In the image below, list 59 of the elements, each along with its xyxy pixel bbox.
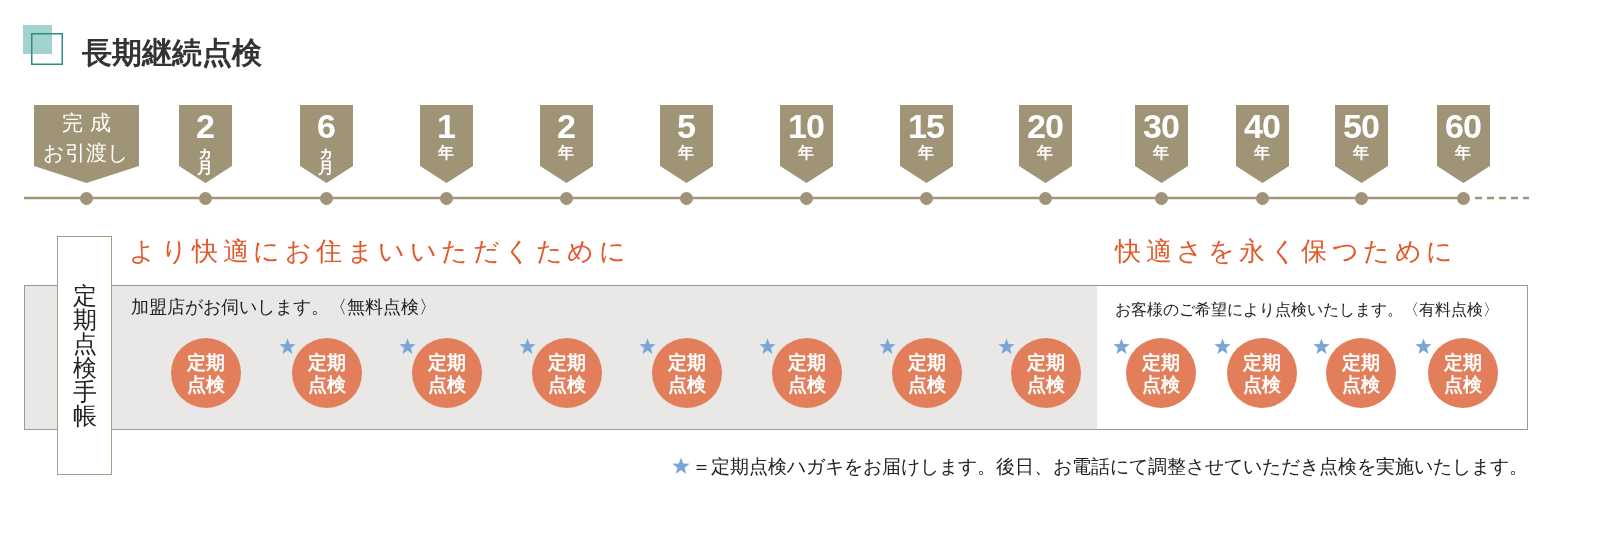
milestone-tag: [299, 105, 353, 183]
milestone-tag: [779, 105, 833, 183]
milestone-tag: [1018, 105, 1072, 183]
milestone-unit: 年: [1152, 145, 1170, 160]
milestone-tag: [33, 105, 139, 183]
milestone-number: 2: [196, 108, 214, 144]
inspection-label: 定期点検: [907, 351, 947, 395]
milestone-number: 1: [437, 108, 455, 144]
panel-heading: 快適さを永く保つために: [1115, 236, 1458, 266]
milestone-tag: [1134, 105, 1188, 183]
milestone-number: 30: [1143, 108, 1179, 144]
inspection-label: 定期点検: [427, 351, 467, 395]
inspection-label: 定期点検: [1026, 351, 1066, 395]
diagram-title: 長期継続点検: [82, 34, 262, 72]
booklet-label: 定期点検手帳: [71, 283, 98, 428]
milestone-number: 6: [317, 108, 335, 144]
milestone-unit: 年: [1454, 145, 1472, 160]
inspection-label: 定期点検: [1141, 351, 1181, 395]
milestone-unit: 年: [1352, 145, 1370, 160]
panel-subheading: お客様のご希望により点検いたします。〈有料点検〉: [1115, 299, 1499, 321]
inspection-label: 定期点検: [1242, 351, 1282, 395]
inspection-label: 定期点検: [1443, 351, 1483, 395]
milestone-tag: [419, 105, 473, 183]
milestone-tag: [178, 105, 232, 183]
milestone-number: 20: [1027, 108, 1063, 144]
milestone-number: 40: [1244, 108, 1280, 144]
milestone-unit: 年: [437, 145, 455, 160]
panel-heading: より快適にお住まいいただくために: [129, 236, 630, 266]
milestone-tag: [659, 105, 713, 183]
inspection-label: 定期点検: [667, 351, 707, 395]
legend-text: ＝定期点検ハガキをお届けします。後日、お電話にて調整させていただき点検を実施いたします。: [692, 454, 1528, 479]
milestone-unit: ヵ月: [196, 145, 214, 175]
milestone-number: 2: [557, 108, 575, 144]
milestone-text: お引渡し: [43, 140, 129, 167]
inspection-label: 定期点検: [186, 351, 226, 395]
milestone-unit: 年: [557, 145, 575, 160]
milestone-text: 完成: [60, 110, 118, 137]
milestone-tag: [539, 105, 593, 183]
milestone-number: 5: [677, 108, 695, 144]
milestone-unit: ヵ月: [317, 145, 335, 175]
milestone-tag: [899, 105, 953, 183]
inspection-label: 定期点検: [787, 351, 827, 395]
milestone-unit: 年: [677, 145, 695, 160]
inspection-label: 定期点検: [307, 351, 347, 395]
panel-subheading: 加盟店がお伺いします。〈無料点検〉: [131, 295, 437, 319]
milestone-number: 10: [788, 108, 824, 144]
milestone-unit: 年: [797, 145, 815, 160]
inspection-label: 定期点検: [1341, 351, 1381, 395]
booklet-box: [57, 236, 112, 475]
inspection-label: 定期点検: [547, 351, 587, 395]
milestone-number: 15: [908, 108, 944, 144]
milestone-number: 50: [1343, 108, 1379, 144]
milestone-tag: [1436, 105, 1490, 183]
milestone-number: 60: [1445, 108, 1481, 144]
milestone-tag: [1334, 105, 1388, 183]
milestone-tag: [1235, 105, 1289, 183]
milestone-unit: 年: [1253, 145, 1271, 160]
milestone-unit: 年: [917, 145, 935, 160]
milestone-unit: 年: [1036, 145, 1054, 160]
